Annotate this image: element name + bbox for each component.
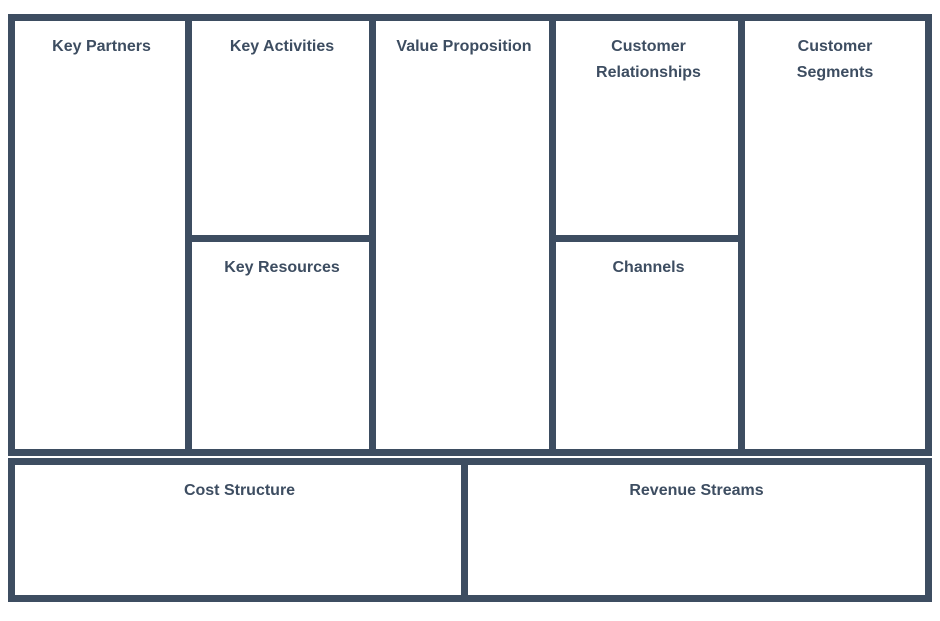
- channels-box: Channels: [549, 235, 748, 456]
- key-activities-title: Key Activities: [229, 38, 335, 55]
- revenue-streams-box: Revenue Streams: [461, 458, 932, 602]
- cost-structure-title: Cost Structure: [183, 482, 296, 499]
- key-partners-title: Key Partners: [52, 38, 151, 55]
- customer-relationships-title: Customer Relationships: [596, 38, 701, 81]
- key-partners-box: Key Partners: [8, 14, 195, 456]
- key-resources-box: Key Resources: [185, 235, 379, 456]
- channels-title: Channels: [612, 259, 685, 276]
- customer-segments-box: Customer Segments: [738, 14, 932, 456]
- customer-relationships-box: Customer Relationships: [549, 14, 748, 245]
- key-activities-box: Key Activities: [185, 14, 379, 245]
- value-proposition-box: Value Proposition: [369, 14, 559, 456]
- cost-structure-box: Cost Structure: [8, 458, 471, 602]
- revenue-streams-title: Revenue Streams: [629, 482, 764, 499]
- customer-segments-title: Customer Segments: [796, 38, 874, 81]
- key-resources-title: Key Resources: [224, 259, 340, 276]
- value-proposition-title: Value Proposition: [396, 38, 532, 55]
